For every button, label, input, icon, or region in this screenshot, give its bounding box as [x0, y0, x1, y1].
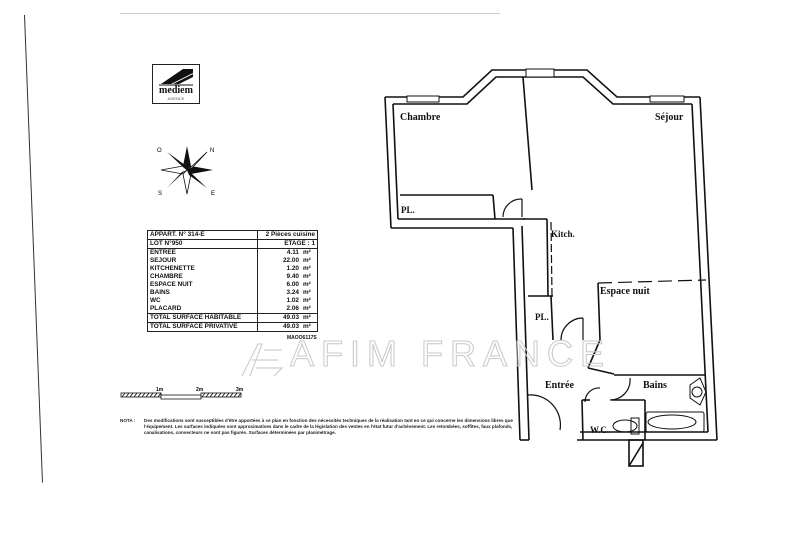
room-label-wc: W.C. — [590, 425, 610, 435]
total-label: TOTAL SURFACE PRIVATIVE — [146, 322, 259, 332]
row-unit: m² — [301, 265, 318, 273]
room-label-sejour: Séjour — [655, 112, 684, 123]
row-value: 1.02 — [257, 297, 301, 305]
row-unit: m² — [301, 305, 318, 314]
lot-number: LOT N°950 — [146, 239, 259, 249]
row-value: 22.00 — [257, 257, 301, 265]
room-label-entree: Entrée — [545, 380, 574, 391]
row-label: ESPACE NUIT — [146, 281, 259, 289]
row-value: 3.24 — [257, 289, 301, 297]
row-label: KITCHENETTE — [146, 265, 259, 273]
row-unit: m² — [301, 289, 318, 297]
total-habitable-row: TOTAL SURFACE HABITABLE 49.03 m² — [146, 313, 318, 323]
page-edge-line — [24, 14, 43, 483]
scale-bar: 1m 2m 3m — [120, 387, 244, 400]
compass-label-o: O — [157, 148, 162, 154]
row-unit: m² — [301, 273, 318, 281]
room-label-kitchenette: Kitch. — [551, 229, 575, 239]
watermark-text: AFIM FRANCE — [289, 333, 612, 375]
row-value: 9.40 — [257, 273, 301, 281]
table-row: CHAMBRE 9.40 m² — [146, 273, 318, 281]
scale-label-1m: 1m — [156, 387, 164, 393]
scan-artifact-line — [120, 13, 500, 14]
row-value: 6.00 — [257, 281, 301, 289]
row-unit: m² — [301, 257, 318, 265]
total-unit: m² — [301, 322, 318, 332]
table-row: KITCHENETTE 1.20 m² — [146, 265, 318, 273]
compass-label-s: S — [158, 191, 162, 197]
note-text: Des modifications sont susceptibles d'êt… — [144, 418, 513, 435]
total-value: 49.03 — [257, 313, 301, 323]
table-row: ESPACE NUIT 6.00 m² — [146, 281, 318, 289]
table-row: SEJOUR 22.00 m² — [146, 257, 318, 265]
scale-label-2m: 2m — [196, 387, 204, 393]
table-row: ENTREE 4.11 m² — [146, 248, 318, 257]
room-label-chambre: Chambre — [400, 112, 441, 123]
row-unit: m² — [301, 248, 318, 257]
room-label-placard-2: PL. — [535, 312, 549, 322]
compass-rose-icon: O N S E — [157, 146, 215, 197]
logo-name: mediem — [159, 85, 193, 96]
roof-icon — [159, 69, 193, 86]
total-label: TOTAL SURFACE HABITABLE — [146, 313, 259, 323]
surface-table: APPART. N° 314-E 2 Pièces cuisine LOT N°… — [146, 230, 318, 332]
floor-level: ETAGE : 1 — [257, 239, 318, 249]
row-label: PLACARD — [146, 305, 259, 314]
apartment-number: APPART. N° 314-E — [146, 230, 259, 240]
total-unit: m² — [301, 313, 318, 323]
total-privative-row: TOTAL SURFACE PRIVATIVE 49.03 m² — [146, 322, 318, 332]
row-value: 4.11 — [257, 248, 301, 257]
row-label: BAINS — [146, 289, 259, 297]
compass-label-e: E — [211, 191, 215, 197]
row-label: CHAMBRE — [146, 273, 259, 281]
row-label: SEJOUR — [146, 257, 259, 265]
logo-subtitle: AGENCE — [167, 96, 185, 101]
room-label-bains: Bains — [643, 380, 667, 391]
total-value: 49.03 — [257, 322, 301, 332]
note-label: NOTA : — [120, 418, 136, 423]
apartment-type: 2 Pièces cuisine — [257, 230, 318, 240]
row-value: 2.06 — [257, 305, 301, 314]
table-row: PLACARD 2.06 m² — [146, 305, 318, 314]
room-label-placard-1: PL. — [401, 205, 415, 215]
compass-label-n: N — [210, 148, 214, 154]
floor-plan — [384, 68, 718, 467]
table-row: BAINS 3.24 m² — [146, 289, 318, 297]
row-value: 1.20 — [257, 265, 301, 273]
table-header-row: LOT N°950 ETAGE : 1 — [146, 239, 318, 249]
agency-logo: mediem AGENCE — [152, 64, 200, 104]
plan-reference: MAOO6117S — [287, 335, 317, 341]
table-row: WC 1.02 m² — [146, 297, 318, 305]
table-header-row: APPART. N° 314-E 2 Pièces cuisine — [146, 230, 318, 240]
room-label-espace-nuit: Espace nuit — [600, 286, 650, 297]
row-label: WC — [146, 297, 259, 305]
scale-label-3m: 3m — [236, 387, 244, 393]
watermark-logo-icon — [241, 343, 284, 377]
row-unit: m² — [301, 297, 318, 305]
row-label: ENTREE — [146, 248, 259, 257]
row-unit: m² — [301, 281, 318, 289]
